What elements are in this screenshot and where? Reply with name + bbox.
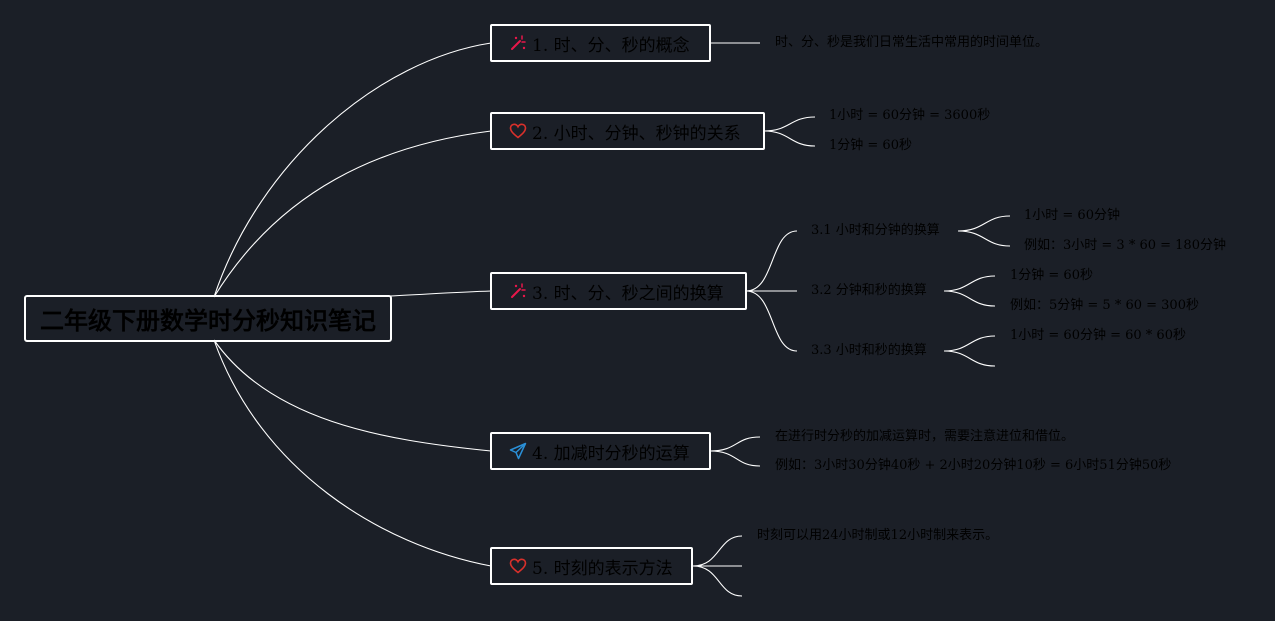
topic-3-sub-1[interactable]: 3.1 小时和分钟的换算 [811, 223, 940, 238]
connector-topic-3-sub-1 [745, 230, 798, 292]
root-node[interactable]: 二年级下册数学时分秒知识笔记 [24, 295, 392, 342]
magic-wand-icon [508, 281, 528, 301]
sub-2-leaf-2: 例如：5分钟 = 5 * 60 = 300秒 [1010, 298, 1199, 313]
connector-root-topic-1 [213, 42, 492, 298]
topic-2-leaf-2: 1分钟 = 60秒 [829, 138, 912, 153]
sub-1-leaf-2: 例如：3小时 = 3 * 60 = 180分钟 [1024, 238, 1226, 253]
magic-wand-icon [508, 33, 528, 53]
topic-1-leaf-1: 时、分、秒是我们日常生活中常用的时间单位。 [775, 35, 1049, 50]
sub-2-leaf-1: 1分钟 = 60秒 [1010, 268, 1093, 283]
connector-topic-4-leaf-1 [709, 436, 761, 452]
connector-root-topic-4 [213, 339, 492, 452]
topic-4-leaf-2: 例如：3小时30分钟40秒 + 2小时20分钟10秒 = 6小时51分钟50秒 [775, 458, 1172, 473]
topic-1-label: 1. 时、分、秒的概念 [532, 35, 690, 56]
connector-topic-5-leaf-1 [692, 535, 743, 567]
topic-2-node[interactable]: 2. 小时、分钟、秒钟的关系 [490, 112, 765, 150]
sub-3-leaf-1: 1小时 = 60分钟 = 60 * 60秒 [1010, 328, 1186, 343]
topic-3-sub-2[interactable]: 3.2 分钟和秒的换算 [811, 283, 927, 298]
topic-3-sub-3[interactable]: 3.3 小时和秒的换算 [811, 343, 927, 358]
connector-topic-5-leaf-3 [692, 565, 743, 597]
heart-icon [508, 556, 528, 576]
connector-root-topic-2 [213, 130, 492, 298]
topic-4-node[interactable]: 4. 加减时分秒的运算 [490, 432, 711, 470]
connector-sub-3-leaf-1 [943, 335, 996, 352]
connector-topic-2-leaf-1 [763, 116, 816, 132]
connector-root-topic-5 [213, 339, 492, 567]
topic-1-node[interactable]: 1. 时、分、秒的概念 [490, 24, 711, 62]
sub-1-leaf-1: 1小时 = 60分钟 [1024, 208, 1120, 223]
heart-icon [508, 121, 528, 141]
topic-5-label: 5. 时刻的表示方法 [532, 558, 673, 579]
connector-topic-2-leaf-2 [763, 130, 816, 147]
paper-plane-icon [508, 441, 528, 461]
connector-topic-3-sub-3 [745, 290, 798, 352]
root-title: 二年级下册数学时分秒知识笔记 [40, 307, 376, 335]
connector-root-topic-3 [389, 290, 492, 297]
connector-sub-2-leaf-2 [943, 290, 996, 307]
topic-2-leaf-1: 1小时 = 60分钟 = 3600秒 [829, 108, 991, 123]
topic-5-node[interactable]: 5. 时刻的表示方法 [490, 547, 693, 585]
topic-3-label: 3. 时、分、秒之间的换算 [532, 283, 724, 304]
topic-4-label: 4. 加减时分秒的运算 [532, 443, 690, 464]
connector-sub-2-leaf-1 [943, 275, 996, 292]
topic-2-label: 2. 小时、分钟、秒钟的关系 [532, 123, 741, 144]
connector-sub-1-leaf-1 [957, 215, 1011, 232]
connector-sub-3-leaf-2 [943, 350, 996, 367]
topic-3-node[interactable]: 3. 时、分、秒之间的换算 [490, 272, 747, 310]
topic-5-leaf-1: 时刻可以用24小时制或12小时制来表示。 [757, 528, 999, 543]
topic-4-leaf-1: 在进行时分秒的加减运算时，需要注意进位和借位。 [775, 429, 1075, 444]
connector-topic-4-leaf-2 [709, 450, 761, 467]
connector-sub-1-leaf-2 [957, 230, 1011, 247]
